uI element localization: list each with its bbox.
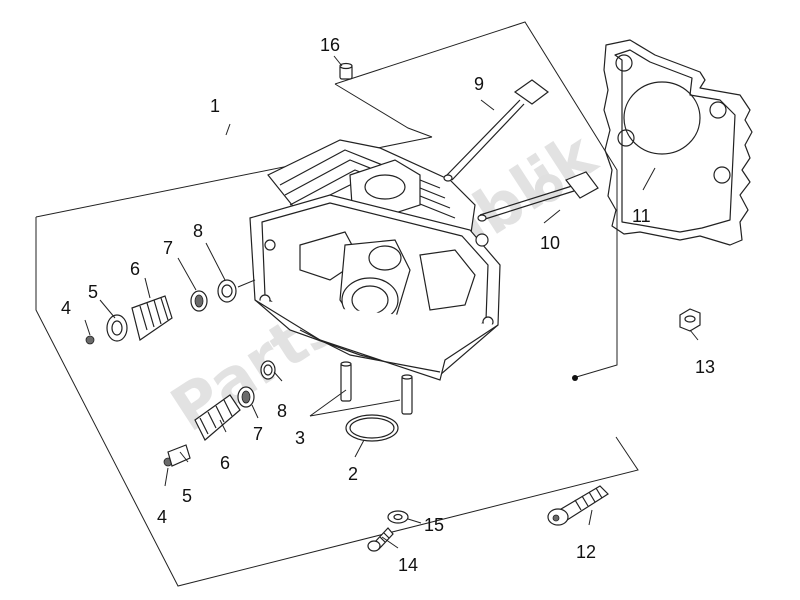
leader-lines xyxy=(84,55,699,549)
callout-5-lower: 5 xyxy=(182,486,192,506)
long-bolt xyxy=(547,485,609,526)
callout-3: 3 xyxy=(295,428,305,448)
assembly-frame xyxy=(35,21,639,587)
callout-12: 12 xyxy=(576,542,596,562)
callout-8-lower: 8 xyxy=(277,401,287,421)
callout-8-upper: 8 xyxy=(193,221,203,241)
callout-7-lower: 7 xyxy=(253,424,263,444)
hex-nut xyxy=(679,308,701,332)
upper-valve-train xyxy=(85,279,237,345)
callout-14: 14 xyxy=(398,555,418,575)
callout-1: 1 xyxy=(210,96,220,116)
callout-5-upper: 5 xyxy=(88,282,98,302)
callout-15: 15 xyxy=(424,515,444,535)
washer xyxy=(387,510,409,524)
callout-16: 16 xyxy=(320,35,340,55)
callout-9: 9 xyxy=(474,74,484,94)
callout-6-lower: 6 xyxy=(220,453,230,473)
callout-6-upper: 6 xyxy=(130,259,140,279)
lower-valve-train xyxy=(163,360,276,467)
callout-13: 13 xyxy=(695,357,715,377)
callout-labels: 1 2 3 4 4 5 5 6 6 7 7 8 8 9 10 11 12 13 … xyxy=(61,35,715,575)
callout-11: 11 xyxy=(632,206,651,226)
cylinder-head xyxy=(249,139,501,381)
intake-valve xyxy=(443,79,549,182)
o-ring xyxy=(345,414,399,442)
callout-4-lower: 4 xyxy=(157,507,167,527)
small-screw xyxy=(367,527,394,552)
top-pin xyxy=(339,62,353,80)
exhaust-valve xyxy=(477,171,599,222)
reference-dot xyxy=(572,375,578,381)
callout-10: 10 xyxy=(540,233,560,253)
callout-2: 2 xyxy=(348,464,358,484)
callout-7-upper: 7 xyxy=(163,238,173,258)
callout-4-upper: 4 xyxy=(61,298,71,318)
dowel-pins xyxy=(340,361,413,415)
head-gasket xyxy=(603,39,753,246)
